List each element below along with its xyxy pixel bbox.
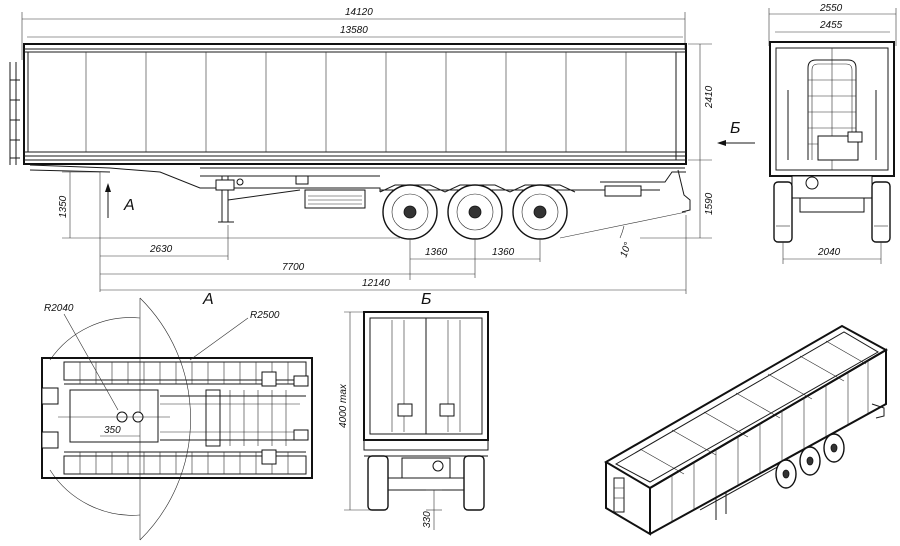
view-b-arrow: Б — [717, 120, 755, 146]
wheel-3 — [512, 184, 568, 240]
platform-height-label: 1590 — [704, 192, 715, 215]
wheel-2 — [447, 184, 503, 240]
coupling-height-label: 1350 — [58, 195, 69, 218]
overall-length-label: 14120 — [345, 7, 373, 18]
view-a-arrow: A — [105, 183, 135, 218]
leader-r2500 — [189, 317, 249, 361]
dim-overall-length: 14120 — [21, 7, 686, 60]
crossmembers — [79, 362, 306, 474]
arc-r2040 — [49, 317, 141, 361]
dim-body-height: 2410 — [688, 43, 715, 161]
rear-wheel-left — [773, 181, 793, 243]
dim-track-width: 2040 — [782, 242, 882, 264]
kingpin-support-label: 2630 — [149, 244, 173, 255]
view-a-mark: A — [123, 197, 135, 214]
overall-width-label: 2550 — [819, 3, 843, 14]
rear-wheel-right — [871, 181, 891, 243]
dim-kingpin-rear: 12140 — [100, 215, 687, 294]
dim-offset: 350 — [100, 425, 140, 437]
dim-inner-width: 2455 — [775, 20, 890, 33]
view-b-mark: Б — [730, 120, 740, 137]
max-height-label: 4000 max — [338, 383, 349, 428]
dim-axle-spacing: 1360 1360 — [409, 240, 541, 280]
trailer-body — [9, 43, 687, 165]
rear-angle-label: 10° — [618, 241, 634, 259]
view-a-title: A — [202, 291, 214, 308]
view-b-title: Б — [421, 291, 431, 308]
kingpin-rear-label: 12140 — [362, 278, 390, 289]
wheel-1 — [382, 184, 438, 240]
axle-spacing-2-label: 1360 — [492, 247, 515, 258]
radius-rear-label: R2500 — [250, 310, 280, 321]
arc-r2500 — [139, 297, 191, 541]
dim-coupling-height: 1350 — [58, 171, 400, 239]
viewb-wheel-left — [367, 455, 389, 511]
side-view: 14120 13580 — [9, 7, 755, 294]
axle-spacing-1-label: 1360 — [425, 247, 448, 258]
dim-overall-width: 2550 — [768, 3, 897, 46]
kingpin-axle-label: 7700 — [282, 262, 305, 273]
inner-width-label: 2455 — [819, 20, 843, 31]
dim-ground-clearance: 330 — [422, 489, 442, 530]
body-height-label: 2410 — [704, 85, 715, 109]
track-width-label: 2040 — [817, 247, 841, 258]
dim-rear-angle: 10° — [559, 211, 687, 259]
view-b: Б 4000 max 330 — [338, 291, 489, 530]
radius-front-label: R2040 — [44, 303, 74, 314]
dim-kingpin-support: 2630 — [100, 225, 229, 260]
dim-kingpin-axle: 7700 — [100, 262, 476, 278]
view-a: A — [41, 291, 313, 541]
landing-gear — [215, 176, 301, 223]
viewb-wheel-right — [463, 455, 485, 511]
leader-r2040 — [63, 313, 119, 411]
ground-clearance-label: 330 — [422, 511, 433, 528]
offset-label: 350 — [104, 425, 121, 436]
dim-body-length: 13580 — [27, 25, 683, 38]
isometric-view — [604, 324, 889, 536]
rear-view: 2550 2455 2040 — [768, 3, 897, 264]
body-length-label: 13580 — [340, 25, 368, 36]
dim-platform-height: 1590 — [640, 160, 715, 239]
